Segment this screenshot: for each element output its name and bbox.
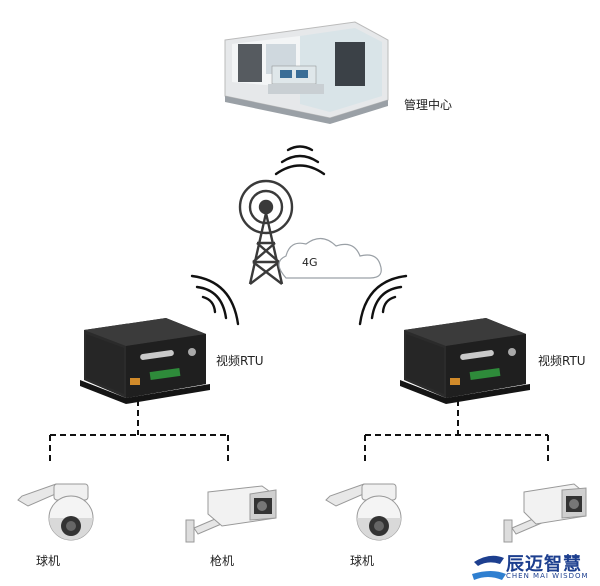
dome-camera-right-label: 球机 <box>350 554 375 568</box>
rtu-left-label: 视频RTU <box>216 354 264 368</box>
brand-logo: 辰迈智慧 CHEN MAI WISDOM <box>470 550 600 586</box>
rtu-device-right <box>400 318 530 404</box>
signal-waves-left <box>190 274 240 326</box>
logo-mark-icon <box>472 555 506 580</box>
wiring-right <box>364 400 549 462</box>
bullet-camera-right <box>503 483 587 543</box>
network-4g-label: 4G <box>302 256 318 269</box>
brand-logo-tagline: CHEN MAI WISDOM <box>506 572 589 580</box>
signal-waves-top <box>274 145 326 176</box>
rtu-device-left <box>80 318 210 404</box>
dome-camera-left <box>17 483 94 541</box>
management-center-label: 管理中心 <box>404 98 453 112</box>
rtu-right-label: 视频RTU <box>538 354 586 368</box>
dome-camera-left-label: 球机 <box>36 554 61 568</box>
bullet-camera-left-label: 枪机 <box>210 554 235 568</box>
management-center-room <box>224 21 389 124</box>
bullet-camera-left <box>185 485 277 543</box>
wiring-left <box>49 400 229 462</box>
tower-icon <box>238 179 294 285</box>
signal-waves-right <box>358 274 408 326</box>
dome-camera-right <box>325 483 402 541</box>
brand-logo-name: 辰迈智慧 <box>506 554 582 575</box>
cloud-icon <box>278 237 382 279</box>
